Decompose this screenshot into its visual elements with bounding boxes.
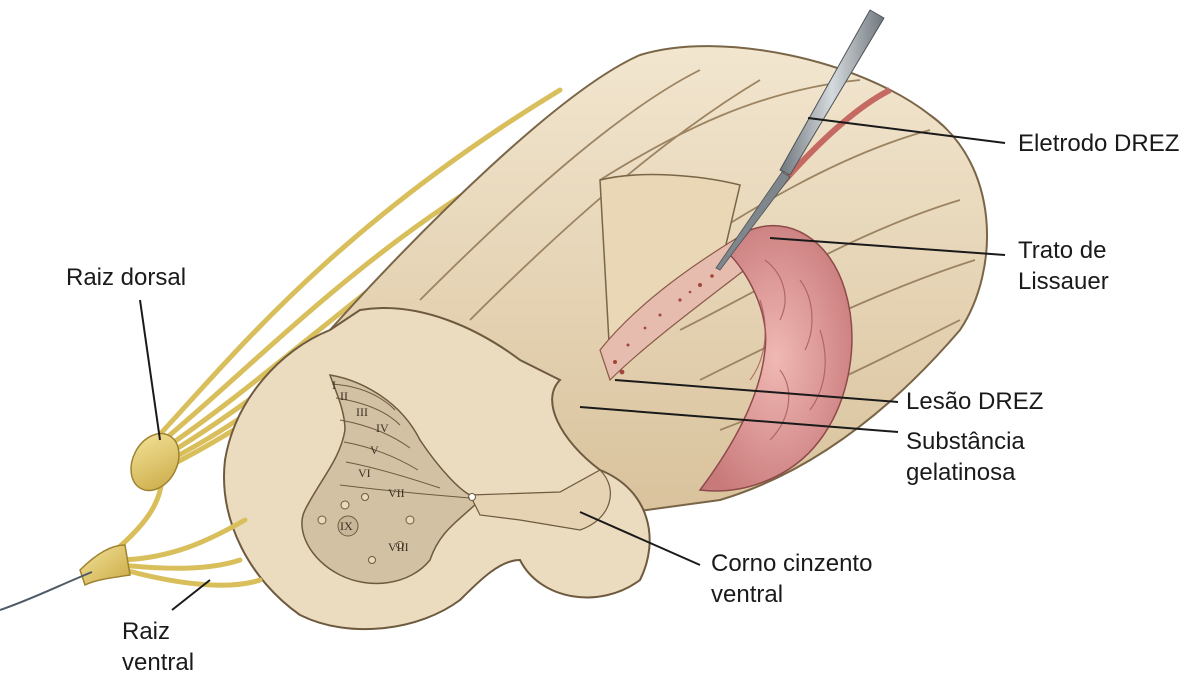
lesion-dots	[613, 274, 714, 375]
central-canal	[468, 493, 476, 501]
label-substancia-gelatinosa: Substância gelatinosa	[906, 428, 1025, 486]
label-raiz-dorsal: Raiz dorsal	[66, 264, 187, 291]
label-raiz-ventral: Raiz ventral	[122, 618, 195, 676]
lamina-label: VII	[388, 486, 405, 500]
lamina-label: I	[332, 378, 336, 392]
lamina-lines	[331, 383, 471, 499]
lamina-label: VI	[358, 466, 371, 480]
flap-texture	[749, 259, 826, 441]
label-lesao-drez: Lesão DREZ	[906, 388, 1044, 415]
gray-commissure	[469, 469, 611, 531]
lamina-label: IX	[340, 519, 353, 533]
dorsal-root-ganglion	[130, 432, 180, 492]
spinal-nerve	[79, 544, 131, 587]
lamina-label: II	[340, 389, 348, 403]
label-trato-de-lissauer: Trato de Lissauer	[1018, 237, 1109, 295]
motor-neuron-pools	[317, 493, 415, 564]
lamina-label: IV	[376, 421, 389, 435]
lamina-label: III	[356, 405, 368, 419]
drez-electrode[interactable]	[715, 9, 885, 271]
label-eletrodo-drez: Eletrodo DREZ	[1018, 130, 1180, 157]
nerve-thread	[0, 571, 93, 611]
label-corno-cinzento-ventral: Corno cinzento ventral	[711, 550, 873, 608]
lamina-label: VIII	[388, 540, 409, 554]
leader-lines	[139, 117, 1006, 611]
lamina-label: V	[370, 443, 379, 457]
